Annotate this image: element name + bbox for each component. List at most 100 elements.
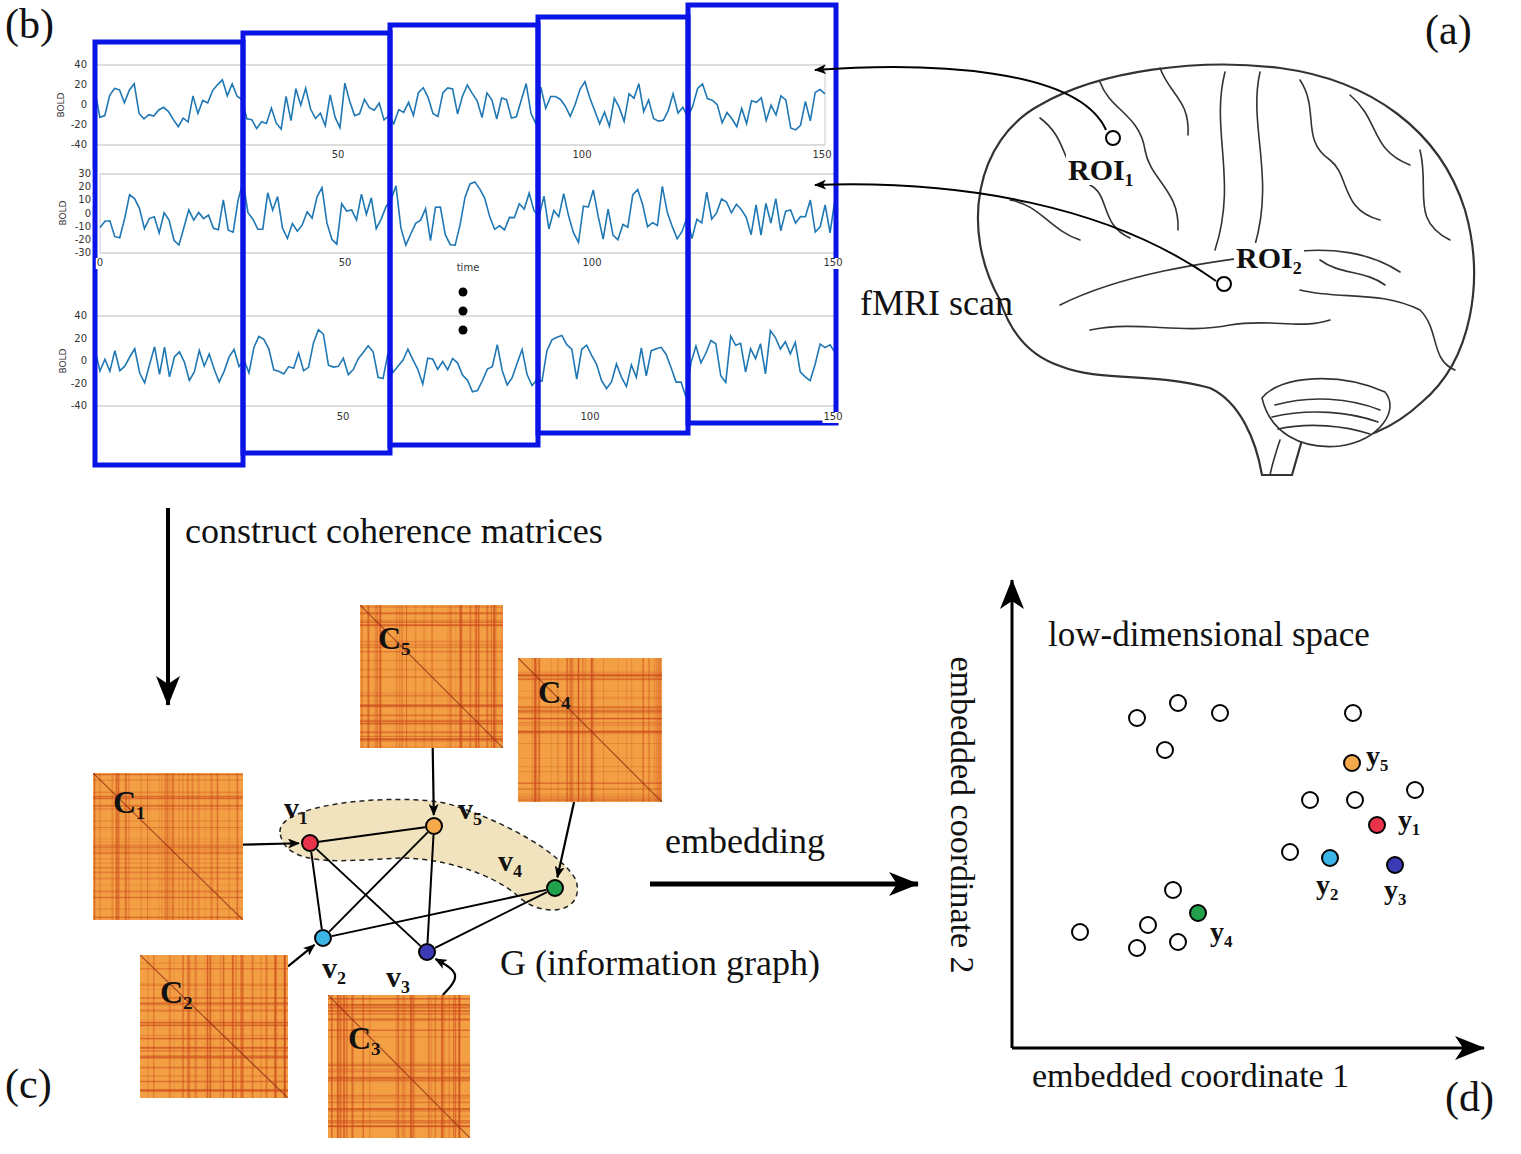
figure-part bbox=[518, 718, 662, 719]
figure-part bbox=[1072, 924, 1088, 940]
figure-part bbox=[243, 33, 390, 453]
figure-part bbox=[95, 316, 835, 317]
assignment-arrow bbox=[288, 945, 314, 966]
vertex-label: v₂ bbox=[322, 953, 346, 983]
plot-axes bbox=[95, 316, 835, 406]
figure-part bbox=[572, 658, 574, 802]
figure-part bbox=[1060, 250, 1400, 305]
figure-part bbox=[237, 773, 238, 920]
vertex-label: y₁ bbox=[1398, 806, 1420, 834]
figure-part bbox=[284, 955, 285, 1098]
vertex-label: y₅ bbox=[1366, 742, 1388, 770]
coherence-matrix: C₂ bbox=[140, 955, 288, 1098]
figure-part bbox=[518, 712, 662, 714]
axis-tick-label: -20 bbox=[74, 235, 92, 246]
embedded-points bbox=[1072, 695, 1423, 956]
figure-part bbox=[688, 5, 836, 423]
graph-vertex: y₂ bbox=[1321, 849, 1339, 867]
figure-part bbox=[93, 917, 243, 918]
axis-tick-label: 20 bbox=[77, 182, 92, 193]
figure-part bbox=[518, 718, 662, 719]
axis-tick-label: -20 bbox=[70, 378, 88, 389]
coherence-matrix: C₃ bbox=[328, 995, 470, 1138]
figure-part bbox=[94, 773, 95, 920]
figure-label: low-dimensional space bbox=[1048, 617, 1370, 654]
figure-part bbox=[237, 773, 238, 920]
figure-part bbox=[1420, 150, 1450, 240]
axis-tick-label: 100 bbox=[581, 258, 602, 269]
figure-part bbox=[93, 773, 243, 920]
graph-edge bbox=[435, 892, 547, 948]
figure-part bbox=[172, 773, 174, 920]
axis-tick-label: time bbox=[456, 263, 481, 274]
figure-part bbox=[538, 17, 688, 433]
figure-part bbox=[93, 829, 243, 830]
graph-vertex: ROI₁ bbox=[1105, 130, 1121, 146]
figure-part bbox=[825, 65, 826, 145]
figure-part bbox=[140, 1047, 288, 1049]
figure-part bbox=[197, 773, 199, 920]
figure-part bbox=[212, 773, 213, 920]
figure-label: (a) bbox=[1425, 8, 1472, 52]
bold-series bbox=[95, 80, 825, 130]
figure-part bbox=[140, 1081, 288, 1083]
figure-part bbox=[458, 995, 460, 1138]
figure-part bbox=[1012, 1047, 1484, 1050]
figure-label: fMRI scan bbox=[860, 285, 1013, 323]
figure-part bbox=[140, 1068, 288, 1069]
axis-tick-label: BOLD bbox=[57, 91, 66, 118]
figure-part bbox=[149, 773, 150, 920]
figure-part bbox=[111, 773, 112, 920]
figure-part bbox=[93, 862, 243, 863]
figure-part bbox=[410, 995, 412, 1138]
axis-tick-label: 10 bbox=[77, 195, 92, 206]
figure-part bbox=[161, 773, 163, 920]
figure-part bbox=[1212, 705, 1228, 721]
figure-part bbox=[93, 858, 243, 859]
figure-part bbox=[648, 658, 649, 802]
figure-part bbox=[241, 955, 243, 1098]
axis-tick-label: 150 bbox=[811, 150, 832, 161]
figure-part bbox=[140, 1081, 288, 1082]
axis-tick-label: -40 bbox=[70, 140, 88, 151]
figure-part bbox=[178, 773, 179, 920]
figure-part bbox=[232, 955, 234, 1098]
figure-part bbox=[207, 955, 208, 1098]
graph-vertex: v₁ bbox=[301, 834, 319, 852]
figure-part bbox=[1407, 782, 1423, 798]
figure-part bbox=[1255, 72, 1263, 245]
figure-part bbox=[205, 773, 206, 920]
figure-label: (b) bbox=[5, 2, 54, 46]
figure-part bbox=[534, 658, 535, 802]
figure-part bbox=[93, 851, 243, 853]
figure-part bbox=[1011, 580, 1014, 1048]
figure-part bbox=[518, 710, 662, 712]
figure-part bbox=[93, 877, 243, 879]
axis-tick-label: 50 bbox=[331, 150, 346, 161]
figure-part bbox=[518, 795, 662, 797]
axis-tick-label: 100 bbox=[579, 412, 600, 423]
vertex-label: v₄ bbox=[498, 846, 522, 876]
figure-part bbox=[518, 800, 662, 801]
figure-part bbox=[1278, 425, 1370, 434]
coherence-matrix: C₅ bbox=[360, 605, 503, 748]
figure-part bbox=[532, 658, 533, 802]
figure-part bbox=[140, 1091, 288, 1092]
figure-part bbox=[410, 995, 412, 1138]
axis-tick-label: 30 bbox=[77, 169, 92, 180]
figure-part bbox=[1170, 934, 1186, 950]
figure-part bbox=[1350, 95, 1410, 165]
axis-tick-label: -10 bbox=[74, 222, 92, 233]
figure-part bbox=[1160, 68, 1188, 135]
figure-part bbox=[211, 773, 212, 920]
figure-part bbox=[591, 658, 593, 802]
vertex-label: v₁ bbox=[284, 793, 308, 823]
bold-series bbox=[100, 182, 835, 245]
axis-tick-label: 150 bbox=[822, 412, 843, 423]
embedding-axes bbox=[1012, 580, 1484, 1048]
figure-part bbox=[401, 995, 403, 1138]
axis-tick-label: 40 bbox=[73, 60, 88, 71]
figure-part bbox=[274, 955, 276, 1098]
figure-part bbox=[1262, 379, 1390, 447]
figure-part bbox=[93, 917, 243, 918]
